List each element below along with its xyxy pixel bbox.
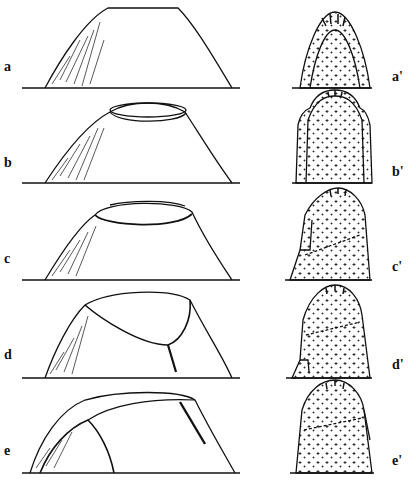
figure-letter: c': [392, 260, 402, 274]
figure-letter: d: [4, 348, 12, 362]
figure-letter: e: [4, 444, 10, 458]
figure-letter: b': [392, 165, 404, 179]
figure-letter: c: [4, 252, 10, 266]
figure-letter: d': [392, 358, 404, 372]
figure-letter: a': [392, 70, 403, 84]
figure-letter: b: [4, 156, 12, 170]
figure-letter: e': [392, 454, 402, 468]
figure-letter: a: [4, 60, 11, 74]
